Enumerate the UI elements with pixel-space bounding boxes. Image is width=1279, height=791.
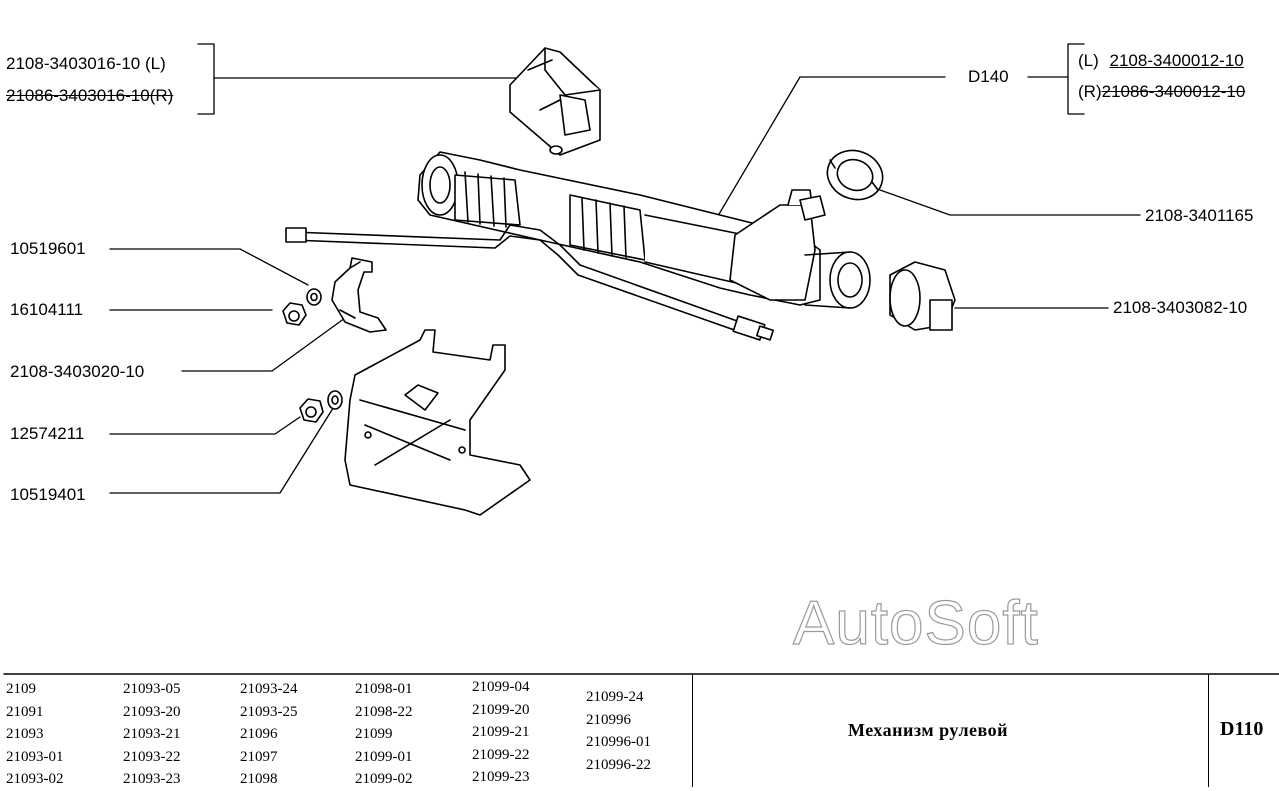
label-rack-r-number: 21086-3400012-10: [1101, 82, 1246, 101]
washer-upper: [306, 288, 322, 306]
label-clamp: 2108-3403020-10: [10, 362, 145, 381]
label-rack-r: (R)21086-3400012-10: [1078, 82, 1245, 102]
label-nut-upper: 16104111: [10, 300, 84, 319]
seal-ring: [826, 149, 884, 201]
model-item: 21093-01: [6, 748, 64, 765]
label-mount-pad-r: 21086-3403016-10(R): [6, 86, 174, 105]
model-item: 21098: [240, 771, 278, 788]
model-item: 21099-21: [472, 724, 530, 741]
label-washer-upper: 10519601: [10, 239, 86, 258]
model-item: 21098-01: [355, 681, 413, 697]
model-item: 21093-05: [123, 681, 181, 697]
bushing: [889, 261, 956, 331]
nut-upper: [282, 302, 307, 326]
table-divider: [1208, 674, 1209, 787]
clamp: [331, 257, 387, 333]
models-col-3: 21093-24 21093-25 21096 21097 21098: [240, 678, 298, 791]
model-item: 21093-22: [123, 748, 181, 765]
models-col-2: 21093-05 21093-20 21093-21 21093-22 2109…: [123, 678, 181, 791]
model-item: 21093-02: [6, 771, 64, 788]
label-rack-r-prefix: (R): [1078, 82, 1102, 101]
model-item: 21093-20: [123, 703, 181, 720]
label-rack-l: (L) 2108-3400012-10: [1078, 51, 1244, 71]
mounting-pad: [509, 47, 601, 156]
section-code: D110: [1220, 718, 1264, 740]
model-item: 21093-25: [240, 703, 298, 720]
model-item: 21098-22: [355, 703, 413, 720]
model-item: 21093-24: [240, 681, 298, 697]
support-bracket: [344, 329, 531, 516]
model-item: 210996-22: [586, 756, 651, 773]
model-item: 21099-02: [355, 771, 413, 788]
label-d140: D140: [968, 67, 1009, 86]
model-item: 21099-24: [586, 689, 644, 705]
washer-lower: [327, 390, 343, 410]
models-col-1: 2109 21091 21093 21093-01 21093-02: [6, 678, 64, 791]
leader-lines: [109, 76, 1141, 494]
model-item: 21097: [240, 748, 278, 765]
label-washer-lower: 10519401: [10, 485, 86, 504]
watermark: AutoSoft: [792, 588, 1039, 658]
label-seal: 2108-3401165: [1145, 206, 1254, 225]
models-col-6: 21099-24 210996 210996-01 210996-22: [586, 686, 651, 776]
section-title: Механизм рулевой: [848, 720, 1009, 740]
model-item: 21099-20: [472, 701, 530, 718]
label-bushing: 2108-3403082-10: [1113, 298, 1248, 317]
label-mount-pad-l: 2108-3403016-10 (L): [6, 54, 166, 73]
model-item: 21093: [6, 726, 44, 743]
nut-lower: [299, 398, 324, 423]
model-item: 21099: [355, 726, 393, 743]
tie-rod: [285, 224, 775, 341]
bracket-left: [197, 43, 215, 115]
model-item: 21099-22: [472, 746, 530, 763]
model-item: 21096: [240, 726, 278, 743]
model-item: 210996-01: [586, 734, 651, 751]
model-item: 21093-23: [123, 771, 181, 788]
models-col-4: 21098-01 21098-22 21099 21099-01 21099-0…: [355, 678, 413, 791]
model-item: 21099-04: [472, 679, 530, 695]
model-item: 21093-21: [123, 726, 181, 743]
label-rack-l-number: 2108-3400012-10: [1109, 51, 1244, 70]
table-divider: [692, 674, 693, 787]
steering-rack: [417, 151, 871, 309]
model-item: 210996: [586, 711, 631, 728]
model-item: 21099-01: [355, 748, 413, 765]
models-col-5: 21099-04 21099-20 21099-21 21099-22 2109…: [472, 676, 530, 789]
label-rack-l-prefix: (L): [1078, 51, 1099, 70]
model-item: 21099-23: [472, 769, 530, 786]
bracket-right: [1067, 43, 1085, 115]
model-item: 21091: [6, 703, 44, 720]
label-nut-lower: 12574211: [10, 424, 85, 443]
model-item: 2109: [6, 681, 36, 697]
